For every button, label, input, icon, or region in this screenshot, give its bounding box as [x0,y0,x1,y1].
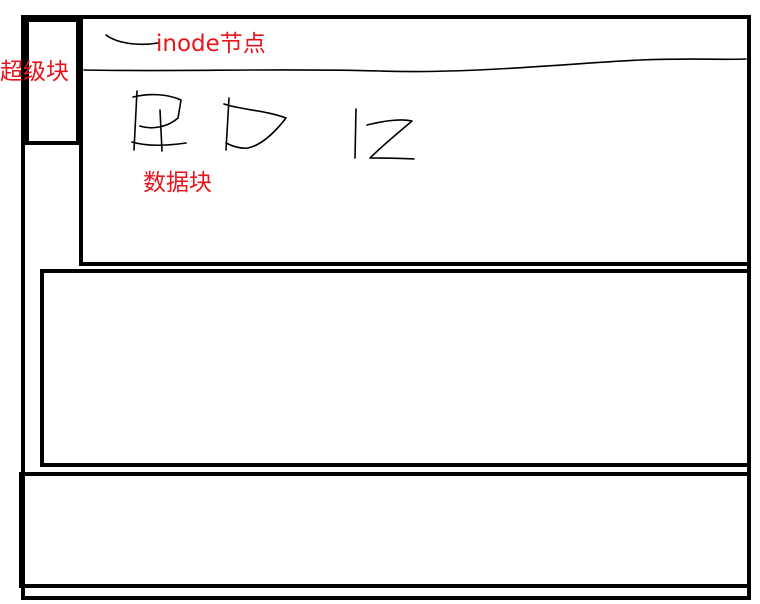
bottom-region [19,472,751,588]
middle-region [40,269,751,467]
superblock-label: 超级块 [0,59,69,85]
data-block-label: 数据块 [143,170,212,196]
inode-region [79,15,751,266]
inode-label: inode节点 [156,31,266,57]
superblock-region [25,18,80,145]
